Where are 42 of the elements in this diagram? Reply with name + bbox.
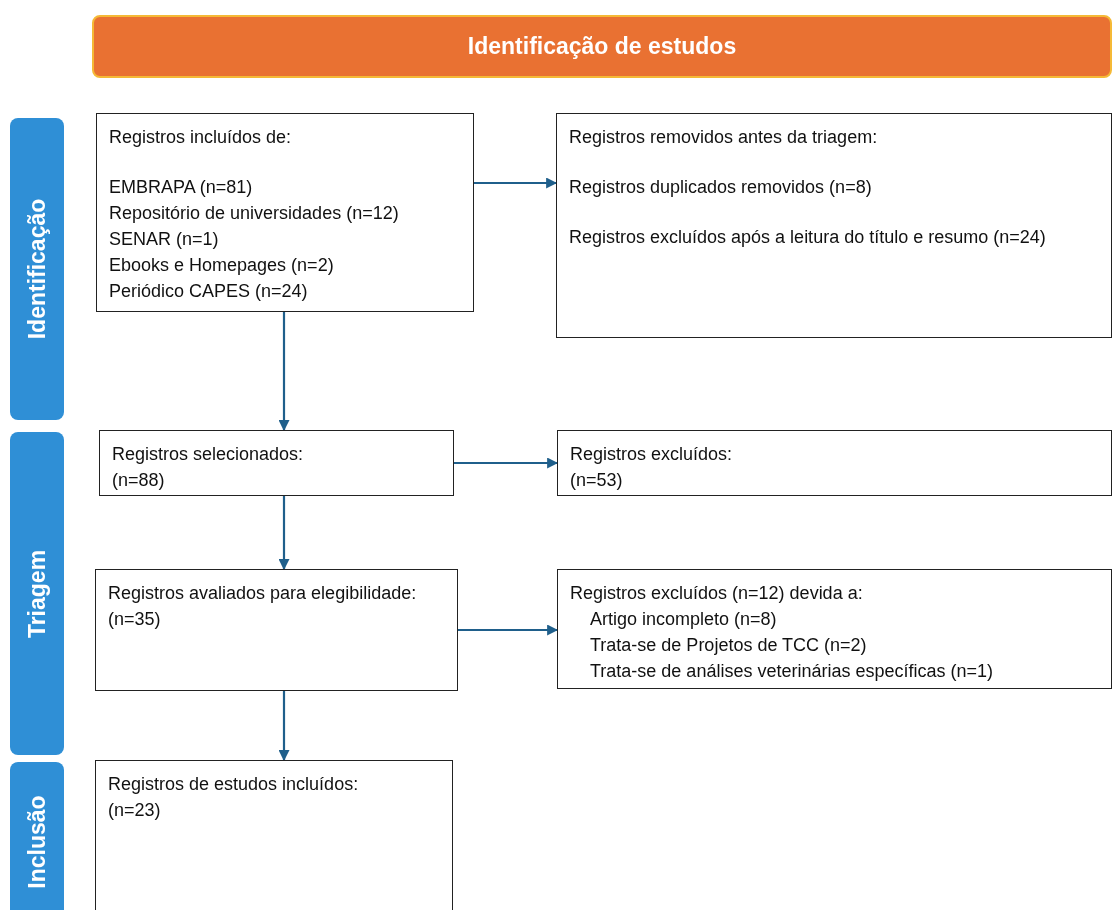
process-box: [96, 113, 474, 312]
box-text: Ebooks e Homepages (n=2): [109, 254, 335, 277]
box-heading: Identificação de estudos: [467, 33, 737, 60]
process-box: [95, 569, 458, 691]
process-box: [556, 113, 1112, 338]
box-text: (n=53): [570, 469, 624, 492]
process-box: [557, 430, 1112, 496]
box-heading: Inclusão: [23, 795, 51, 889]
box-heading: Registros avaliados para elegibilidade:: [108, 582, 418, 605]
process-box: [99, 430, 454, 496]
box-text: Registros duplicados removidos (n=8): [569, 176, 873, 199]
box-text: EMBRAPA (n=81): [109, 176, 254, 199]
phase-label: [10, 762, 64, 910]
box-text: Periódico CAPES (n=24): [109, 280, 309, 303]
box-heading: Registros removidos antes da triagem:: [569, 126, 879, 149]
phase-label: [10, 432, 64, 755]
box-text: Trata-se de análises veterinárias específicas (n=1): [589, 660, 995, 683]
arrow: [474, 177, 558, 189]
box-heading: Identificação: [23, 198, 51, 340]
box-text: (n=35): [108, 608, 162, 631]
section-header: [92, 15, 1112, 78]
arrow: [454, 457, 559, 469]
arrow: [278, 496, 290, 571]
box-text: Artigo incompleto (n=8): [589, 608, 778, 631]
arrow: [278, 312, 290, 432]
arrow: [278, 691, 290, 762]
box-heading: Registros excluídos:: [570, 443, 734, 466]
process-box: [557, 569, 1112, 689]
phase-label: [10, 118, 64, 420]
box-heading: Registros excluídos (n=12) devida a:: [570, 582, 864, 605]
box-text: Repositório de universidades (n=12): [109, 202, 400, 225]
box-heading: Registros selecionados:: [112, 443, 305, 466]
process-box: [95, 760, 453, 910]
box-heading: Triagem: [23, 549, 51, 638]
box-text: (n=23): [108, 799, 162, 822]
box-text: SENAR (n=1): [109, 228, 220, 251]
box-text: Trata-se de Projetos de TCC (n=2): [589, 634, 868, 657]
box-heading: Registros de estudos incluídos:: [108, 773, 360, 796]
box-heading: Registros incluídos de:: [109, 126, 293, 149]
box-text: (n=88): [112, 469, 166, 492]
arrow: [458, 624, 559, 636]
box-text: Registros excluídos após a leitura do título e resumo (n=24): [569, 226, 1047, 249]
